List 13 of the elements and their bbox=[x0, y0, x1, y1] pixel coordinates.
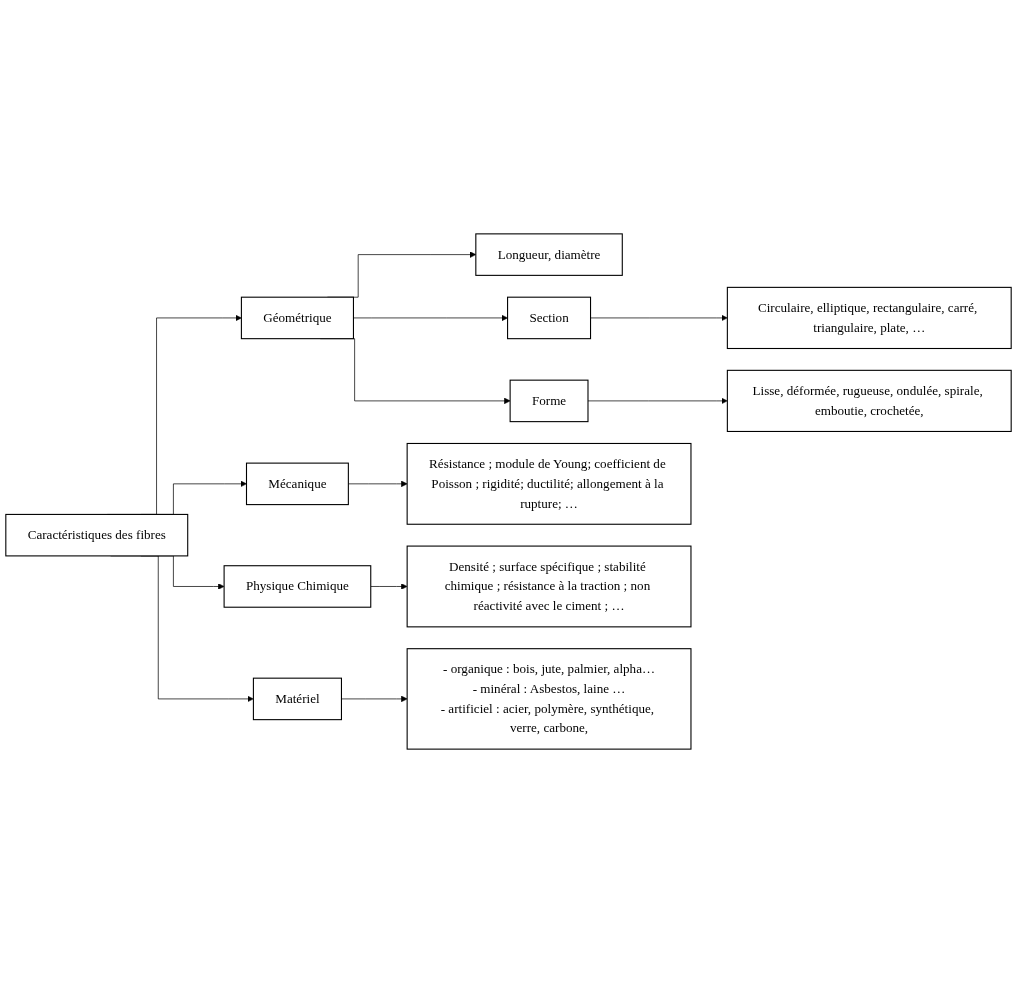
node-box: Mécanique bbox=[245, 462, 349, 506]
node-box: Forme bbox=[509, 379, 589, 423]
node-box: Matériel bbox=[252, 677, 342, 721]
node-box: Densité ; surface spécifique ; stabilité chimique ; résistance à la traction ; non réactivité avec le ciment ; … bbox=[406, 545, 692, 628]
node-box: Géométrique bbox=[240, 296, 354, 340]
node-box: Longueur, diamètre bbox=[475, 233, 623, 276]
node-box: - organique : bois, jute, palmier, alpha… - minéral : Asbestos, laine … - artificiel : acier, polymère, synthétique, verre, carbone, bbox=[406, 648, 692, 750]
node-box: Section bbox=[507, 296, 592, 340]
node-box: Caractéristiques des fibres bbox=[5, 513, 189, 557]
node-box: Circulaire, elliptique, rectangulaire, carré, triangulaire, plate, … bbox=[726, 286, 1012, 350]
node-box: Résistance ; module de Young; coefficient de Poisson ; rigidité; ductilité; allongement à la rupture; … bbox=[406, 442, 692, 525]
node-box: Physique Chimique bbox=[223, 565, 372, 608]
node-box: Lisse, déformée, rugueuse, ondulée, spirale, emboutie, crochetée, bbox=[726, 369, 1012, 432]
